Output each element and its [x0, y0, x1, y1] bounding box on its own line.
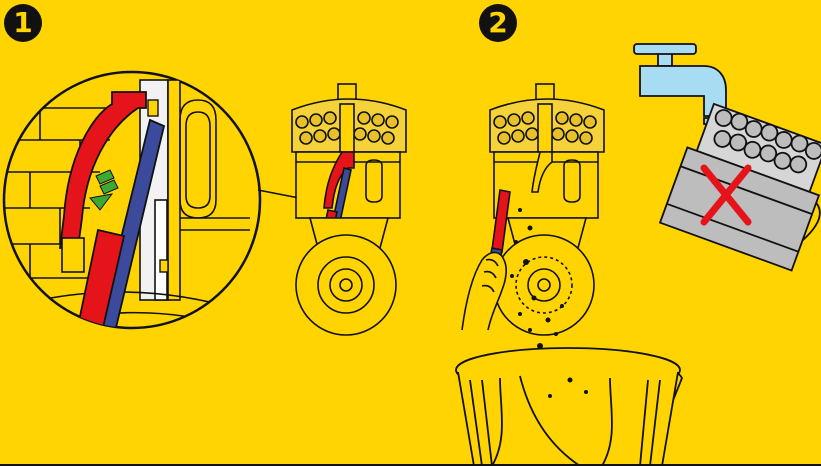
step-1-badge: 1 [4, 4, 42, 42]
step-2-badge: 2 [479, 4, 517, 42]
trash-can-icon [455, 347, 683, 466]
cyclone-unit-icon [658, 102, 821, 272]
vacuum-step-1-icon [291, 83, 407, 336]
empty-bin-into-trash-icon [461, 83, 605, 392]
no-washing-cross-icon [700, 164, 752, 226]
bottom-divider [0, 464, 821, 466]
water-tap-icon [633, 43, 727, 170]
magnified-bin-release-icon [2, 70, 336, 330]
hand-holding-tool-icon [461, 251, 507, 331]
